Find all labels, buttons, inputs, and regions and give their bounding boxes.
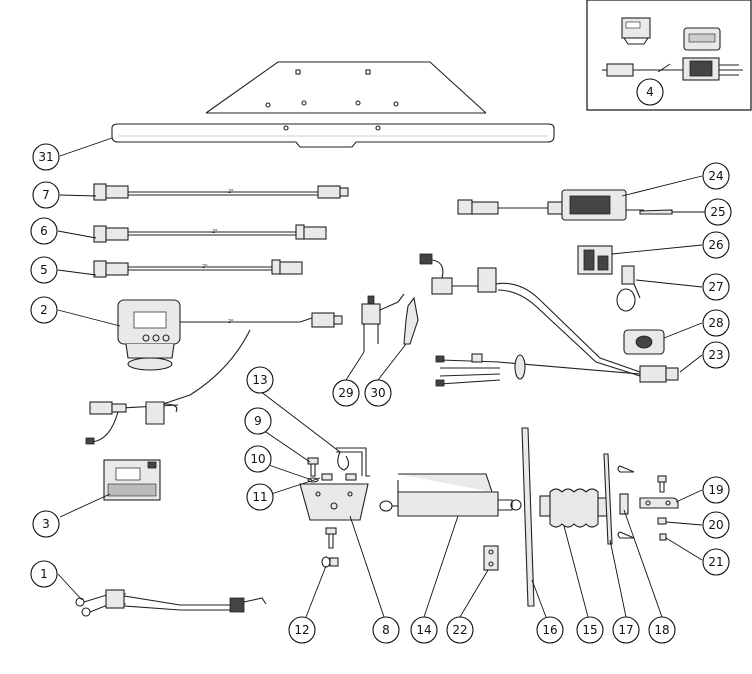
callout-19: 19: [702, 476, 730, 504]
callout-22-label: 22: [452, 623, 467, 637]
callout-12-label: 12: [294, 623, 309, 637]
callout-12: 12: [288, 616, 316, 644]
callout-31-label: 31: [38, 150, 53, 164]
power-harness-23: [419, 253, 679, 387]
callout-21-label: 21: [708, 555, 723, 569]
terminal-block-26: [577, 245, 613, 275]
pin-12: [321, 527, 339, 568]
callout-1-label: 1: [40, 567, 48, 581]
cable-7: 2º: [93, 183, 349, 201]
callout-27: 27: [702, 273, 730, 301]
callout-2-label: 2: [40, 303, 48, 317]
cotter-pins-18: [617, 465, 635, 539]
cable-tie-16: [521, 427, 535, 607]
callout-10-label: 10: [250, 452, 265, 466]
clip-27: [616, 265, 641, 312]
nut-11: [321, 473, 357, 481]
callout-23-label: 23: [708, 348, 723, 362]
callout-2: 2: [30, 296, 58, 324]
callout-28: 28: [702, 309, 730, 337]
callout-11-label: 11: [252, 490, 267, 504]
callout-10: 10: [244, 445, 272, 473]
callout-22: 22: [446, 616, 474, 644]
callout-18: 18: [648, 616, 676, 644]
callout-30: 30: [364, 379, 392, 407]
callout-6: 6: [30, 217, 58, 245]
link-19: [639, 497, 679, 509]
plate-22: [483, 545, 499, 571]
callout-27-label: 27: [708, 280, 723, 294]
clip-13: [336, 447, 370, 477]
cable-tie-17: [603, 453, 613, 545]
washer-10: [307, 477, 319, 483]
callout-20-label: 20: [708, 518, 723, 532]
callout-7: 7: [32, 181, 60, 209]
actuator-14: [379, 473, 522, 517]
bolt-9: [307, 457, 319, 477]
callout-9: 9: [244, 407, 272, 435]
callout-8: 8: [372, 616, 400, 644]
callout-26: 26: [702, 231, 730, 259]
callout-28-label: 28: [708, 316, 723, 330]
callout-15-label: 15: [582, 623, 597, 637]
callout-24-label: 24: [708, 169, 723, 183]
cable-6: 2º: [93, 224, 327, 243]
callout-19-label: 19: [708, 483, 723, 497]
bracket-8: [299, 483, 369, 521]
callout-30-label: 30: [370, 386, 385, 400]
callout-20: 20: [702, 511, 730, 539]
callout-24: 24: [702, 162, 730, 190]
callout-18-label: 18: [654, 623, 669, 637]
callout-9-label: 9: [254, 414, 262, 428]
callout-14-label: 14: [416, 623, 431, 637]
callout-5-label: 5: [40, 263, 48, 277]
inset-box: [586, 0, 752, 111]
leader-lines: [57, 137, 706, 618]
cable-5: 2º: [93, 259, 303, 278]
callout-5: 5: [30, 256, 58, 284]
callout-11: 11: [246, 483, 274, 511]
callout-7-label: 7: [42, 188, 50, 202]
module-24: [457, 189, 644, 221]
bellows-15: [539, 488, 609, 528]
display-unit-2: 2º: [85, 299, 343, 445]
callout-6-label: 6: [40, 224, 48, 238]
callout-13-label: 13: [252, 373, 267, 387]
callout-31: 31: [32, 143, 60, 171]
callout-17-label: 17: [618, 623, 633, 637]
callout-16: 16: [536, 616, 564, 644]
callout-25-label: 25: [710, 205, 725, 219]
callout-13: 13: [246, 366, 274, 394]
callout-15: 15: [576, 616, 604, 644]
switch-29: [361, 293, 405, 352]
callout-14: 14: [410, 616, 438, 644]
callout-16-label: 16: [542, 623, 557, 637]
callout-26-label: 26: [708, 238, 723, 252]
cable-5-mark: 2º: [202, 264, 208, 270]
boot-30: [403, 296, 419, 345]
screw-20: [657, 475, 667, 525]
callout-17: 17: [612, 616, 640, 644]
cable-7-mark: 2º: [228, 189, 234, 195]
callout-29-label: 29: [338, 386, 353, 400]
callout-3-label: 3: [42, 517, 50, 531]
callout-8-label: 8: [382, 623, 390, 637]
cable-2-mark: 2º: [228, 319, 234, 325]
grommet-28: [623, 329, 665, 355]
callout-3: 3: [32, 510, 60, 538]
nut-21: [659, 533, 667, 541]
cable-6-mark: 2º: [212, 229, 218, 235]
callout-21: 21: [702, 548, 730, 576]
bracket-31: [111, 61, 555, 148]
callout-23: 23: [702, 341, 730, 369]
pin-25: [639, 209, 673, 215]
callout-29: 29: [332, 379, 360, 407]
callout-1: 1: [30, 560, 58, 588]
callout-4: 4: [636, 78, 664, 106]
control-panel-3: [103, 459, 161, 501]
callout-25: 25: [704, 198, 732, 226]
callout-4-label: 4: [646, 85, 654, 99]
wiring-harness-1: [75, 589, 267, 617]
